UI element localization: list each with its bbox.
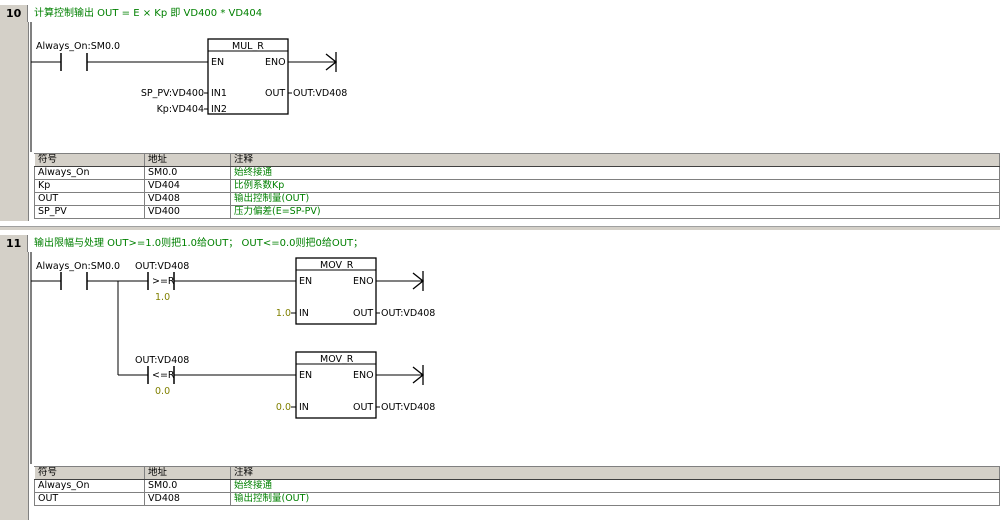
comment-cell: 输出控制量(OUT) — [230, 192, 1000, 206]
address-cell: SM0.0 — [144, 166, 231, 180]
comment-cell: 压力偏差(E=SP-PV) — [230, 205, 1000, 219]
mul-r-box[interactable]: MUL_R EN ENO IN1 IN2 OUT — [207, 38, 289, 115]
comment-cell: 始终接通 — [230, 166, 1000, 180]
network-gutter — [0, 252, 29, 520]
table-row[interactable]: Always_On SM0.0 始终接通 — [34, 479, 1000, 493]
network-number[interactable]: 11 — [0, 235, 28, 252]
in-operand[interactable]: 0.0 — [276, 402, 291, 413]
in1-operand[interactable]: SP_PV:VD400 — [141, 88, 204, 99]
address-cell: SM0.0 — [144, 479, 231, 493]
column-header-symbol[interactable]: 符号 — [34, 466, 145, 480]
comment-cell: 比例系数Kp — [230, 179, 1000, 193]
symbol-cell: Always_On — [34, 166, 145, 180]
address-cell: VD400 — [144, 205, 231, 219]
compare-ge-contact[interactable]: >=R — [147, 272, 175, 290]
in-operand[interactable]: 1.0 — [276, 308, 291, 319]
svg-text:EN: EN — [299, 276, 312, 287]
network-10-header[interactable]: 10 计算控制输出 OUT = E × Kp 即 VD400 * VD404 — [0, 5, 1000, 22]
symbol-cell: Always_On — [34, 479, 145, 493]
network-title[interactable]: 输出限幅与处理 OUT>=1.0则把1.0给OUT； OUT<=0.0则把0给O… — [34, 238, 364, 249]
symbol-table[interactable]: 符号 地址 注释 Always_On SM0.0 始终接通 OUT VD408 … — [34, 466, 1000, 506]
column-header-comment[interactable]: 注释 — [230, 466, 1000, 480]
address-cell: VD408 — [144, 192, 231, 206]
network-10-body[interactable]: Always_On:SM0.0 MUL_R EN ENO IN1 IN2 OUT… — [0, 22, 1000, 221]
comment-cell: 始终接通 — [230, 479, 1000, 493]
out-operand[interactable]: OUT:VD408 — [293, 88, 347, 99]
network-number[interactable]: 10 — [0, 5, 28, 22]
network-11-body[interactable]: Always_On:SM0.0 OUT:VD408 >=R 1.0 MOV_R … — [0, 252, 1000, 520]
svg-text:MOV_R: MOV_R — [320, 260, 354, 271]
network-gutter — [0, 22, 29, 221]
symbol-cell: SP_PV — [34, 205, 145, 219]
symbol-table[interactable]: 符号 地址 注释 Always_On SM0.0 始终接通 Kp VD404 比… — [34, 153, 1000, 219]
in1-pin: IN1 — [211, 88, 227, 99]
in2-operand[interactable]: Kp:VD404 — [157, 104, 204, 115]
column-header-comment[interactable]: 注释 — [230, 153, 1000, 167]
network-11-header[interactable]: 11 输出限幅与处理 OUT>=1.0则把1.0给OUT； OUT<=0.0则把… — [0, 235, 1000, 252]
network-title[interactable]: 计算控制输出 OUT = E × Kp 即 VD400 * VD404 — [34, 8, 263, 19]
out-operand[interactable]: OUT:VD408 — [381, 402, 435, 413]
table-row[interactable]: Kp VD404 比例系数Kp — [34, 179, 1000, 193]
symbol-table-header: 符号 地址 注释 — [34, 153, 1000, 167]
symbol-cell: OUT — [34, 192, 145, 206]
table-row[interactable]: Always_On SM0.0 始终接通 — [34, 166, 1000, 180]
svg-text:ENO: ENO — [353, 276, 374, 287]
normally-open-contact[interactable] — [60, 53, 88, 71]
compare-constant[interactable]: 0.0 — [155, 386, 170, 397]
symbol-cell: Kp — [34, 179, 145, 193]
table-row[interactable]: OUT VD408 输出控制量(OUT) — [34, 192, 1000, 206]
column-header-address[interactable]: 地址 — [144, 153, 231, 167]
box-name: MUL_R — [232, 41, 264, 52]
normally-open-contact[interactable] — [60, 272, 88, 290]
ladder-diagram[interactable]: Always_On:SM0.0 MUL_R EN ENO IN1 IN2 OUT… — [0, 22, 1000, 152]
en-pin: EN — [211, 57, 224, 68]
symbol-table-header: 符号 地址 注释 — [34, 466, 1000, 480]
address-cell: VD408 — [144, 492, 231, 506]
svg-text:ENO: ENO — [353, 370, 374, 381]
contact-operand[interactable]: Always_On:SM0.0 — [36, 41, 120, 52]
compare-le-contact[interactable]: <=R — [147, 366, 175, 384]
comment-cell: 输出控制量(OUT) — [230, 492, 1000, 506]
compare-operand[interactable]: OUT:VD408 — [135, 355, 189, 366]
svg-text:MOV_R: MOV_R — [320, 354, 354, 365]
svg-text:OUT: OUT — [353, 308, 373, 319]
svg-text:EN: EN — [299, 370, 312, 381]
out-pin: OUT — [265, 88, 285, 99]
mov-r-box[interactable]: MOV_R EN ENO IN OUT — [295, 257, 377, 325]
address-cell: VD404 — [144, 179, 231, 193]
contact-operand[interactable]: Always_On:SM0.0 — [36, 261, 120, 272]
out-operand[interactable]: OUT:VD408 — [381, 308, 435, 319]
svg-text:IN: IN — [299, 308, 309, 319]
symbol-cell: OUT — [34, 492, 145, 506]
compare-operand[interactable]: OUT:VD408 — [135, 261, 189, 272]
svg-text:IN: IN — [299, 402, 309, 413]
ladder-diagram[interactable]: Always_On:SM0.0 OUT:VD408 >=R 1.0 MOV_R … — [0, 252, 1000, 464]
mov-r-box[interactable]: MOV_R EN ENO IN OUT — [295, 351, 377, 419]
eno-pin: ENO — [265, 57, 286, 68]
network-separator — [0, 226, 1000, 231]
svg-text:OUT: OUT — [353, 402, 373, 413]
table-row[interactable]: SP_PV VD400 压力偏差(E=SP-PV) — [34, 205, 1000, 219]
table-row[interactable]: OUT VD408 输出控制量(OUT) — [34, 492, 1000, 506]
in2-pin: IN2 — [211, 104, 227, 115]
svg-text:<=R: <=R — [152, 370, 175, 381]
compare-constant[interactable]: 1.0 — [155, 292, 170, 303]
column-header-address[interactable]: 地址 — [144, 466, 231, 480]
column-header-symbol[interactable]: 符号 — [34, 153, 145, 167]
svg-text:>=R: >=R — [152, 276, 175, 287]
